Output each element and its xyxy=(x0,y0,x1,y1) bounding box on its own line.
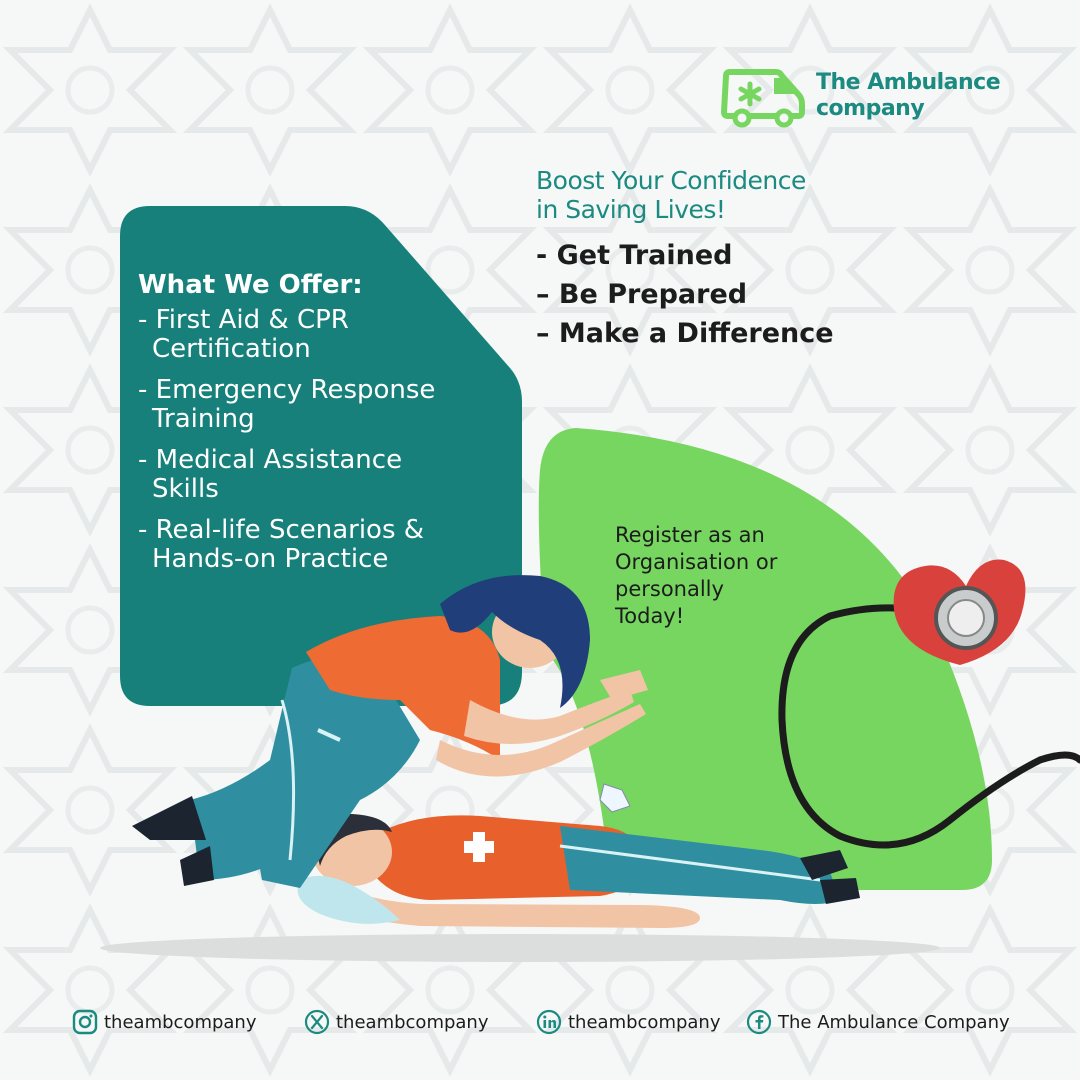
social-instagram[interactable]: theambcompany xyxy=(72,1008,257,1036)
offer-item-line: Training xyxy=(152,404,255,434)
offer-section: What We Offer: - First Aid & CPR Certifi… xyxy=(138,268,518,586)
social-x[interactable]: theambcompany xyxy=(304,1008,489,1036)
ambulance-icon xyxy=(721,69,805,128)
social-handle: theambcompany xyxy=(104,1011,257,1033)
social-handle: theambcompany xyxy=(336,1011,489,1033)
cta-get-trained: - Get Trained xyxy=(536,240,733,271)
headline-line1: Boost Your Confidence xyxy=(536,166,806,195)
register-line: Organisation or xyxy=(615,550,778,574)
offer-item: - Emergency Response Training xyxy=(138,376,518,434)
offer-panel xyxy=(120,206,522,706)
linkedin-icon xyxy=(536,1009,562,1035)
social-handle: The Ambulance Company xyxy=(778,1011,1010,1033)
offer-item-line: Hands-on Practice xyxy=(152,544,389,574)
offer-item: - Real-life Scenarios & Hands-on Practic… xyxy=(138,516,518,574)
register-line: Today! xyxy=(615,604,685,628)
social-handle: theambcompany xyxy=(568,1011,721,1033)
x-icon xyxy=(304,1009,330,1035)
register-panel xyxy=(538,428,992,890)
brand-name-line2: company xyxy=(816,96,925,121)
offer-item-line: - Medical Assistance xyxy=(138,445,403,475)
cta-make-difference: – Make a Difference xyxy=(536,318,834,349)
register-line: personally xyxy=(615,577,724,601)
register-callout[interactable]: Register as an Organisation or personall… xyxy=(615,522,845,630)
helper-figure xyxy=(132,575,648,888)
stethoscope-tube xyxy=(778,604,1080,849)
headline-line2: in Saving Lives! xyxy=(536,195,726,224)
social-linkedin[interactable]: theambcompany xyxy=(536,1008,721,1036)
offer-item: - First Aid & CPR Certification xyxy=(138,306,518,364)
instagram-icon xyxy=(72,1009,98,1035)
facebook-icon xyxy=(746,1009,772,1035)
offer-item-line: - First Aid & CPR xyxy=(138,305,349,335)
offer-item-line: - Emergency Response xyxy=(138,375,436,405)
brand-name-line1: The Ambulance xyxy=(816,70,1001,95)
ground-shadow xyxy=(100,934,940,962)
offer-item: - Medical Assistance Skills xyxy=(138,446,518,504)
social-facebook[interactable]: The Ambulance Company xyxy=(746,1008,1010,1036)
offer-title: What We Offer: xyxy=(138,270,363,300)
cta-be-prepared: – Be Prepared xyxy=(536,279,748,310)
cta-list: - Get Trained – Be Prepared – Make a Dif… xyxy=(536,236,834,353)
register-line: Register as an xyxy=(615,523,765,547)
brand-logo[interactable]: The Ambulance company xyxy=(720,68,1020,130)
offer-item-line: Certification xyxy=(152,334,311,364)
offer-item-line: - Real-life Scenarios & xyxy=(138,515,425,545)
offer-item-line: Skills xyxy=(152,474,219,504)
social-footer: theambcompany theambcompany theambcompan… xyxy=(0,1004,1080,1040)
headline: Boost Your Confidence in Saving Lives! xyxy=(536,166,806,224)
